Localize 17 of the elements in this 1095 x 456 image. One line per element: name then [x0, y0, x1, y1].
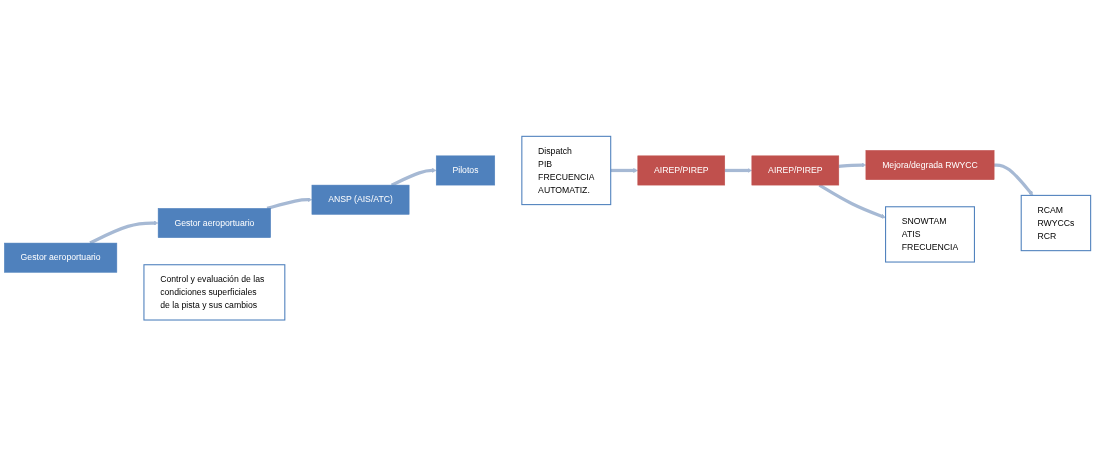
arrow	[838, 162, 867, 168]
arrow	[994, 163, 1034, 196]
node-box: Control y evaluación de las condiciones superficiales de la pista y sus cambios	[143, 264, 286, 321]
node-box: RCAM RWYCCs RCR	[1020, 194, 1092, 252]
node-box: AIREP/PIREP	[751, 155, 840, 186]
arrow	[724, 167, 753, 173]
node-box: Gestor aeroportuario	[157, 207, 271, 238]
node-box: Gestor aeroportuario	[4, 242, 118, 273]
node-box: AIREP/PIREP	[637, 155, 725, 186]
node-box: Dispatch PIB FRECUENCIA AUTOMATIZ.	[521, 135, 612, 205]
node-box: Mejora/degrada RWYCC	[865, 150, 995, 180]
node-box: SNOWTAM ATIS FRECUENCIA	[885, 206, 975, 263]
arrow	[818, 183, 886, 219]
arrow	[610, 167, 638, 173]
arrow	[266, 197, 313, 210]
node-box: ANSP (AIS/ATC)	[311, 184, 410, 215]
node-box: Pilotos	[435, 155, 495, 186]
